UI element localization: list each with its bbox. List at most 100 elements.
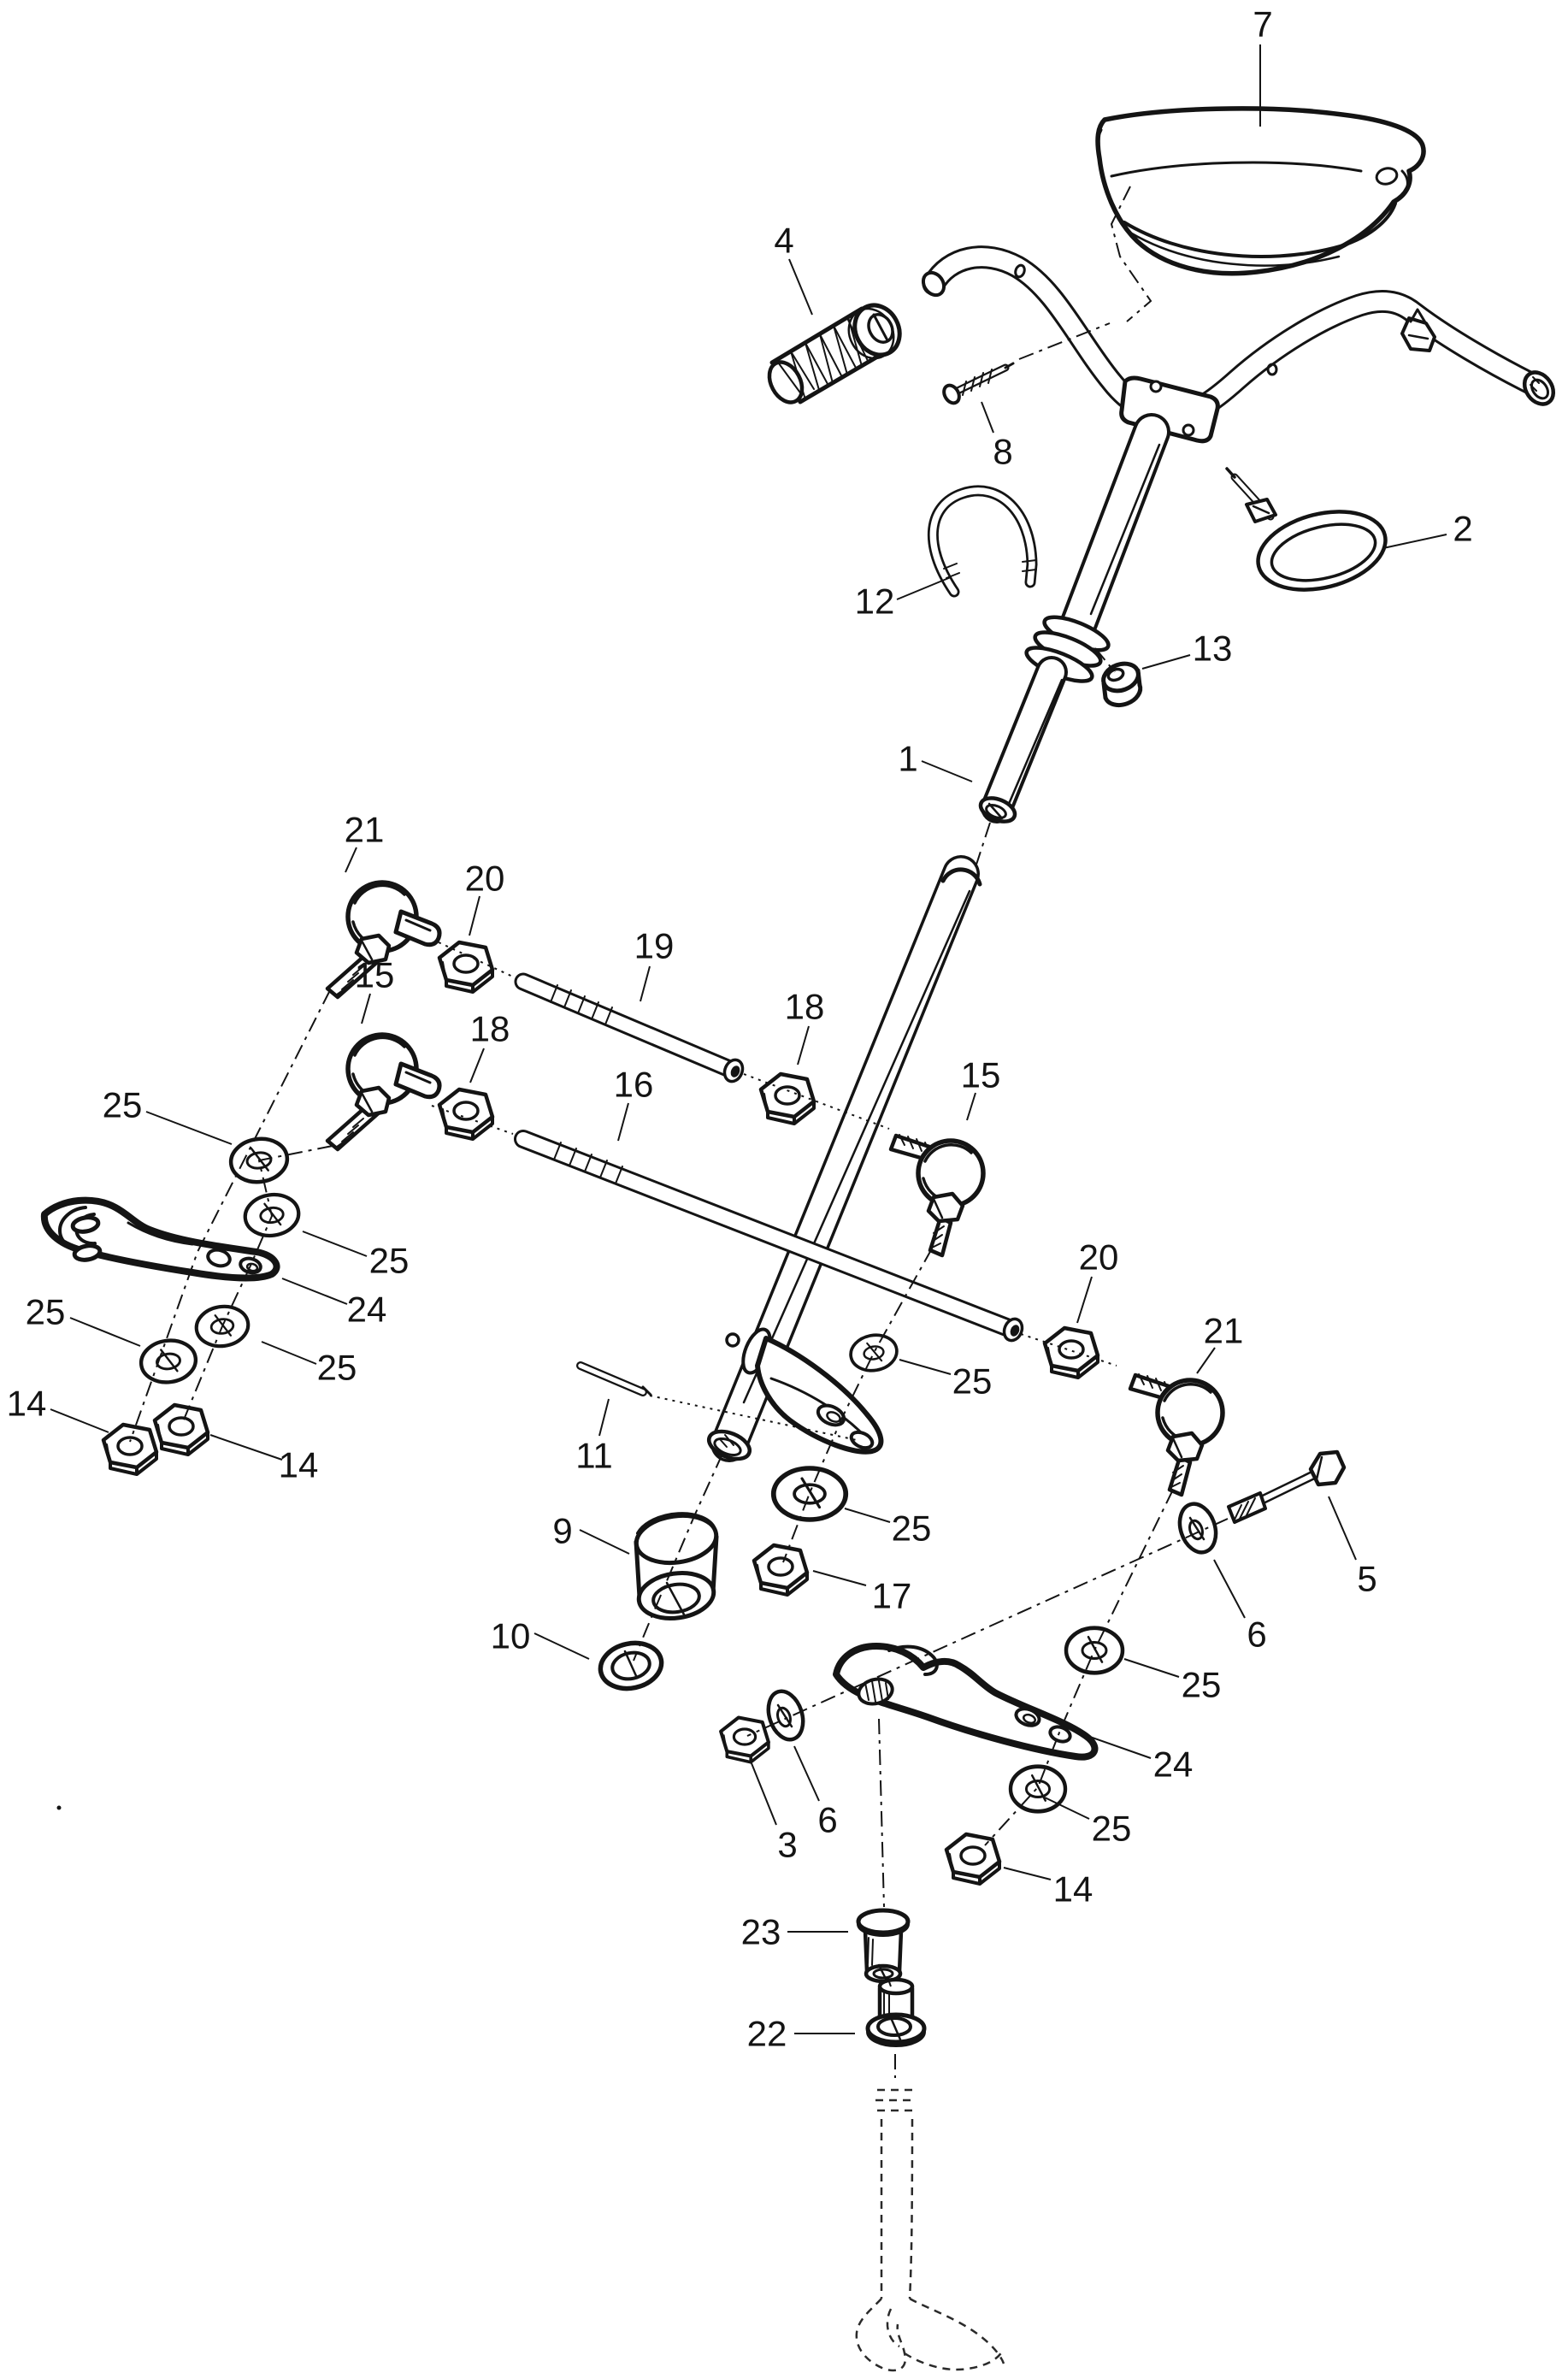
callout-11: 11 [575,1436,613,1476]
callout-5: 5 [1357,1559,1376,1599]
leader-line [361,993,371,1024]
leader-line [793,1745,820,1802]
part-nut-20-left [439,942,492,992]
part-tie-rod-end-21-right [1130,1374,1223,1495]
shaft-fork-bracket [755,1336,884,1455]
callout-20: 20 [465,859,505,899]
part-screw [942,362,1015,405]
leader-line [1044,1797,1090,1820]
callout-6: 6 [817,1800,837,1840]
part-nut-3 [721,1718,769,1762]
bar-grip-screw-hole [1014,263,1026,279]
ghost-spindle [855,2088,1005,2372]
callout-18: 18 [470,1009,510,1049]
callout-16: 16 [614,1065,654,1105]
callout-18: 18 [785,987,825,1027]
leader-line [533,1632,590,1660]
part-handlebar [921,245,1556,444]
callout-24: 24 [1153,1744,1194,1785]
callout-3: 3 [777,1825,797,1865]
callout-15: 15 [355,955,395,995]
part-pin [576,1361,652,1396]
part-bushing-22 [865,1977,927,2047]
part-tie-rod-end-15-right [891,1135,983,1255]
callout-20: 20 [1079,1237,1119,1278]
leader-line [966,1092,976,1121]
leader-line [345,847,357,873]
callout-4: 4 [774,221,793,261]
part-nut-14-left [103,1425,156,1474]
part-nut-14-right [946,1834,999,1884]
callout-25: 25 [952,1361,993,1402]
leader-line [145,1111,233,1145]
callout-25: 25 [103,1085,143,1125]
part-steering-shaft [706,855,982,1462]
callout-9: 9 [552,1511,572,1551]
callout-2: 2 [1453,509,1472,549]
leader-line [751,1762,777,1826]
callout-21: 21 [345,810,385,850]
callout-25: 25 [317,1348,357,1388]
callout-14: 14 [279,1445,319,1485]
part-lock-nut [1101,661,1143,708]
callout-25: 25 [369,1241,410,1281]
leader-line [797,1025,810,1065]
part-washer-6-right [1177,1502,1218,1555]
leader-line [617,1102,629,1142]
leader-line [469,895,480,936]
leader-line [69,1317,141,1347]
part-nut-18-left [439,1089,492,1139]
callout-1: 1 [898,739,917,779]
part-handlebar-pad [1095,106,1426,276]
leader-line [812,1570,867,1586]
part-nut-14-left2 [155,1405,208,1455]
leader-line [50,1408,109,1433]
callout-14: 14 [7,1384,47,1424]
leader-line [302,1231,368,1257]
leader-line [1087,1735,1152,1759]
callout-23: 23 [741,1912,781,1952]
callout-21: 21 [1204,1311,1244,1351]
leader-line [1196,1347,1216,1374]
callout-24: 24 [347,1290,387,1330]
alignment-lines [129,186,1229,2078]
callout-13: 13 [1193,629,1233,669]
leader-line [1123,1658,1180,1678]
callout-25: 25 [26,1292,66,1332]
callout-25: 25 [1182,1665,1222,1705]
leader-line [1328,1496,1357,1561]
leader-line [1076,1276,1093,1324]
callout-17: 17 [872,1576,912,1616]
callout-6: 6 [1247,1614,1266,1655]
callout-7: 7 [1253,4,1272,44]
leader-line [281,1278,348,1305]
part-tie-rod-long [514,1130,1024,1343]
leader-line [921,760,973,782]
callout-8: 8 [993,432,1012,472]
stray-dot [56,1805,62,1810]
part-washer-25-c [139,1337,198,1386]
leader-line [579,1529,630,1555]
part-nut-18-right [761,1074,814,1124]
bar-hole [1266,363,1278,376]
callout-19: 19 [634,926,675,966]
part-washer-25-f [846,1330,902,1376]
leader-line [1141,654,1191,670]
callout-10: 10 [491,1616,531,1656]
bar-cable-guide-tab [1400,308,1436,352]
leader-line [209,1434,283,1461]
part-washer-6-left [766,1689,805,1742]
bar-left-open-end [921,270,946,298]
leader-line [261,1341,317,1365]
leader-line [1213,1559,1246,1619]
leader-line [1003,1867,1052,1880]
callout-25: 25 [1092,1809,1132,1849]
part-bolt [1227,1449,1347,1524]
part-tie-rod-short [514,972,745,1083]
part-nut-17 [754,1545,807,1595]
leader-line [1382,534,1447,549]
part-ring-10 [598,1640,664,1691]
part-u-bolt [927,485,1038,598]
